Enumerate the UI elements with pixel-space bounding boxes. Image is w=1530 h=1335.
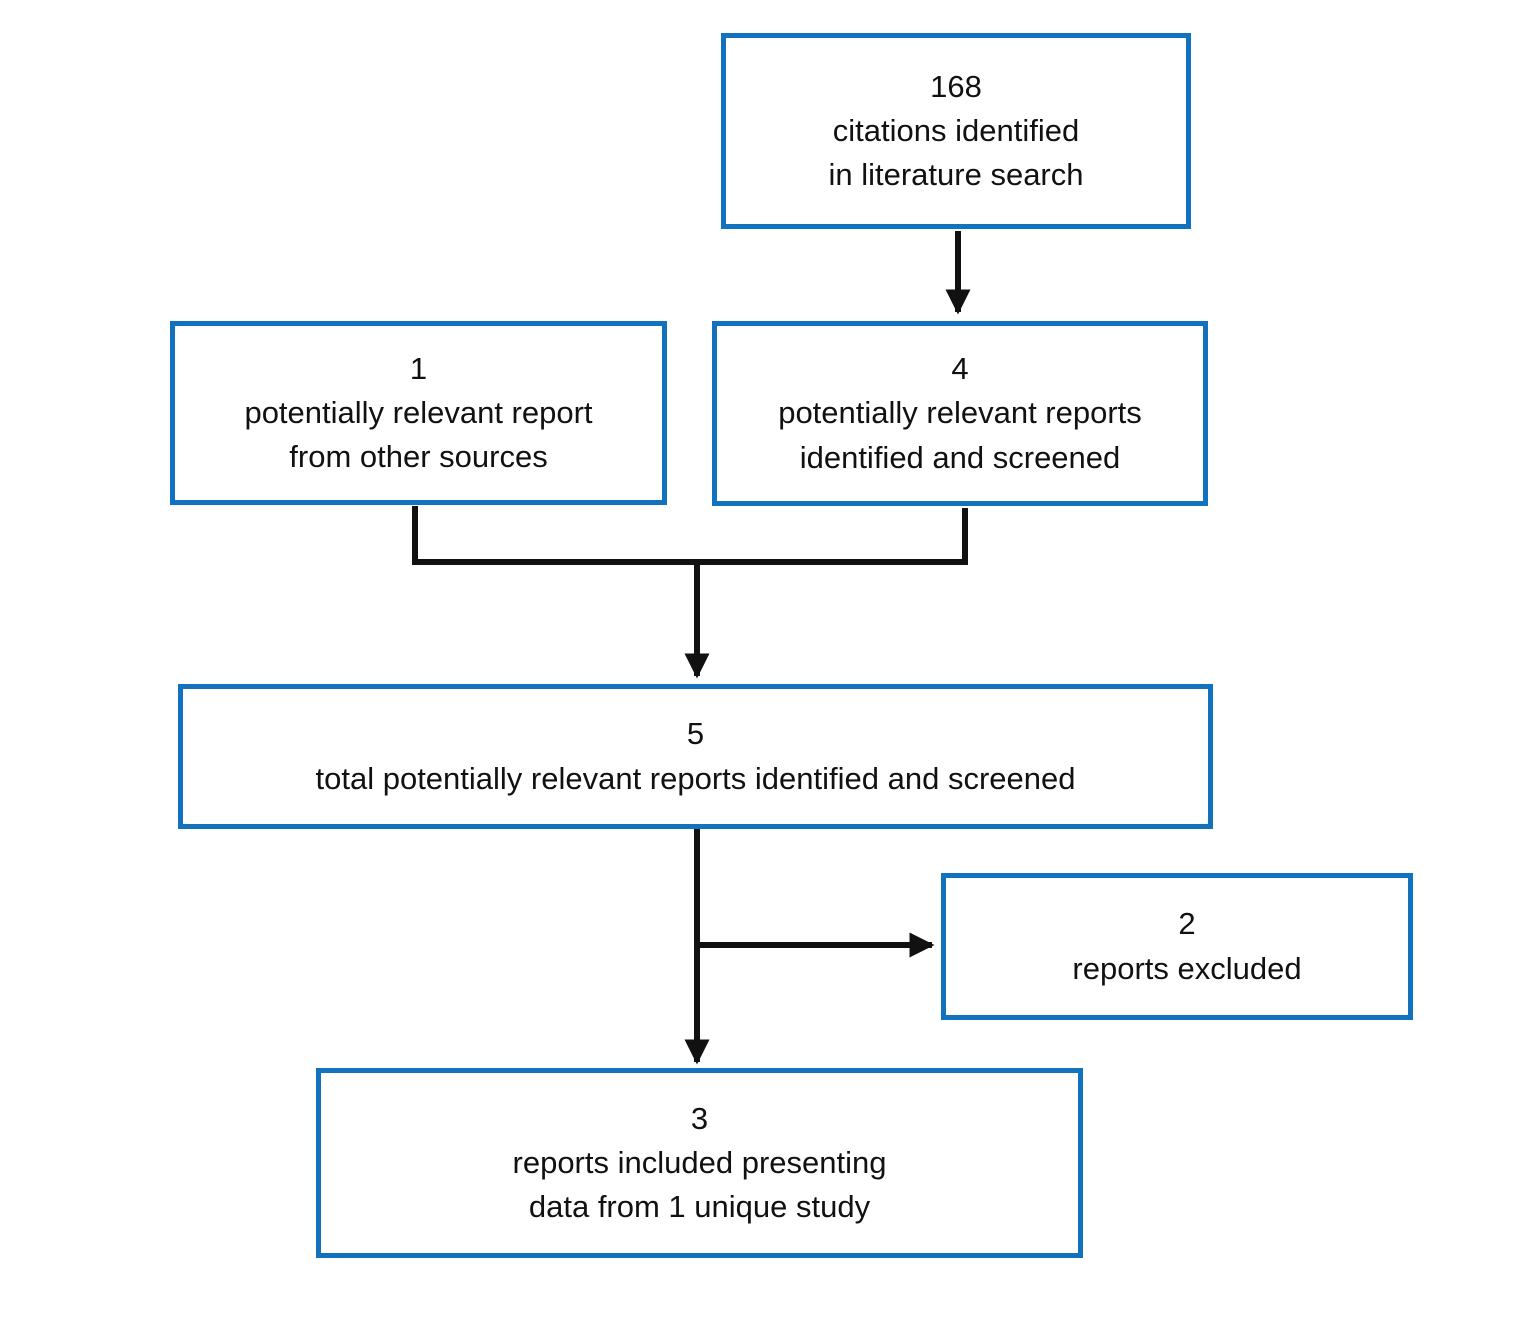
node-total-reports-screened-text: 5 total potentially relevant reports ide… [315, 716, 1076, 796]
node-total-reports-screened: 5 total potentially relevant reports ide… [178, 684, 1213, 829]
node-reports-included-text: 3 reports included presenting data from … [512, 1100, 887, 1224]
node-citations-identified: 168 citations identified in literature s… [721, 33, 1191, 229]
node-reports-excluded: 2 reports excluded [941, 873, 1413, 1020]
node-reports-identified-screened: 4 potentially relevant reports identifie… [712, 321, 1208, 506]
node-reports-included: 3 reports included presenting data from … [316, 1068, 1083, 1258]
node-report-other-sources: 1 potentially relevant report from other… [170, 321, 667, 505]
node-report-other-sources-text: 1 potentially relevant report from other… [244, 350, 593, 474]
node-citations-identified-text: 168 citations identified in literature s… [828, 68, 1084, 192]
node-reports-excluded-text: 2 reports excluded [1072, 906, 1302, 986]
node-reports-identified-screened-text: 4 potentially relevant reports identifie… [778, 351, 1142, 475]
